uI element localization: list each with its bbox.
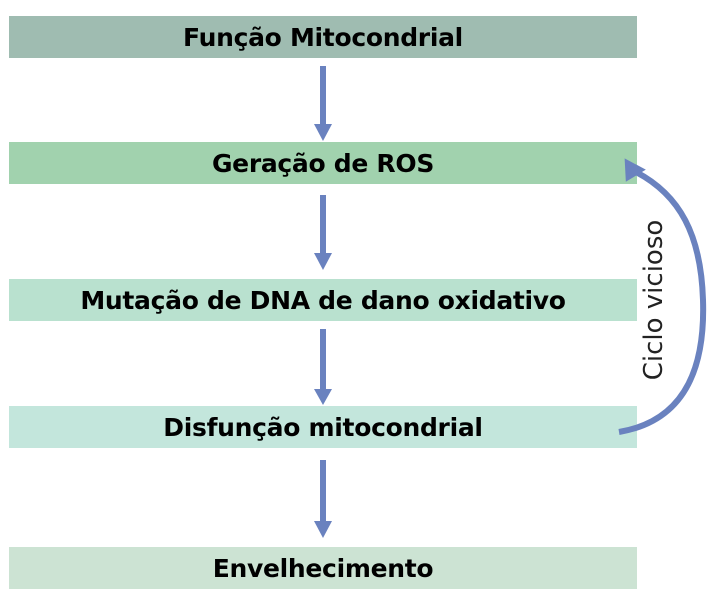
step-box-aging: Envelhecimento <box>9 547 637 589</box>
step-box-ros-generation: Geração de ROS <box>9 142 637 184</box>
step-box-mitochondrial-function: Função Mitocondrial <box>9 16 637 58</box>
down-arrow-2 <box>314 195 332 270</box>
step-label: Função Mitocondrial <box>183 22 463 52</box>
step-label: Envelhecimento <box>212 553 434 583</box>
step-label: Disfunção mitocondrial <box>163 412 483 442</box>
down-arrow-3 <box>314 329 332 405</box>
down-arrow-1 <box>314 66 332 141</box>
step-label: Geração de ROS <box>211 148 435 178</box>
down-arrow-4 <box>314 460 332 538</box>
step-box-dna-mutation: Mutação de DNA de dano oxidativo <box>9 279 637 321</box>
step-box-mitochondrial-dysfunction: Disfunção mitocondrial <box>9 406 637 448</box>
cycle-arrow <box>618 158 707 435</box>
step-label: Mutação de DNA de dano oxidativo <box>80 285 566 315</box>
cycle-label: Ciclo vicioso <box>639 219 669 381</box>
